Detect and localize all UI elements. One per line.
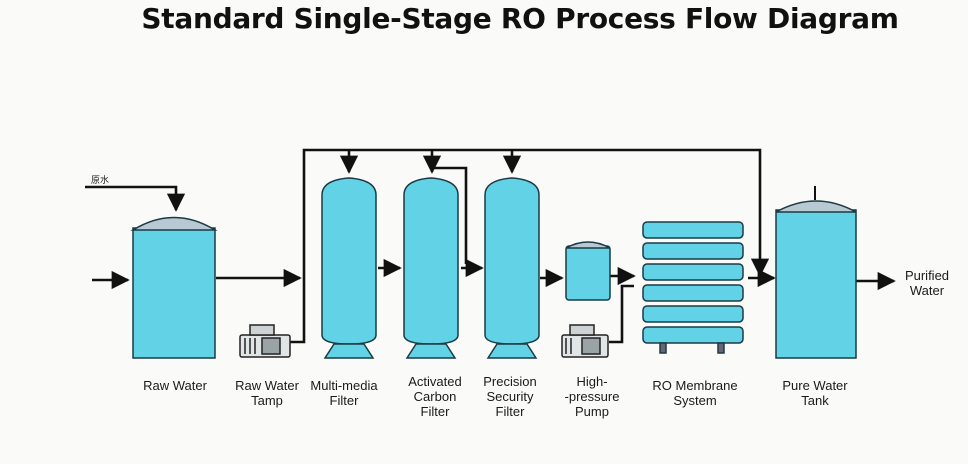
carbon-bypass-line xyxy=(432,166,468,264)
intermediate-tank xyxy=(565,241,611,301)
diagram-title: Standard Single-Stage RO Process Flow Di… xyxy=(141,2,899,35)
pump-discharge-line xyxy=(290,148,770,344)
carbon-filter-vessel xyxy=(403,177,459,359)
raw-water-pump-icon xyxy=(239,324,291,358)
label-raw-water: Raw Water xyxy=(143,378,207,393)
raw-water-feed-line xyxy=(85,185,186,212)
precision-filter-vessel xyxy=(484,177,540,359)
high-pressure-pump-icon xyxy=(561,324,609,358)
ro-membrane-stack xyxy=(642,221,744,354)
hp-pump-line xyxy=(609,284,634,344)
raw-water-tag: 原水 xyxy=(90,175,109,185)
raw-water-tank xyxy=(130,216,218,359)
multimedia-filter-vessel xyxy=(321,177,377,359)
pure-water-tank-vessel xyxy=(775,186,857,359)
